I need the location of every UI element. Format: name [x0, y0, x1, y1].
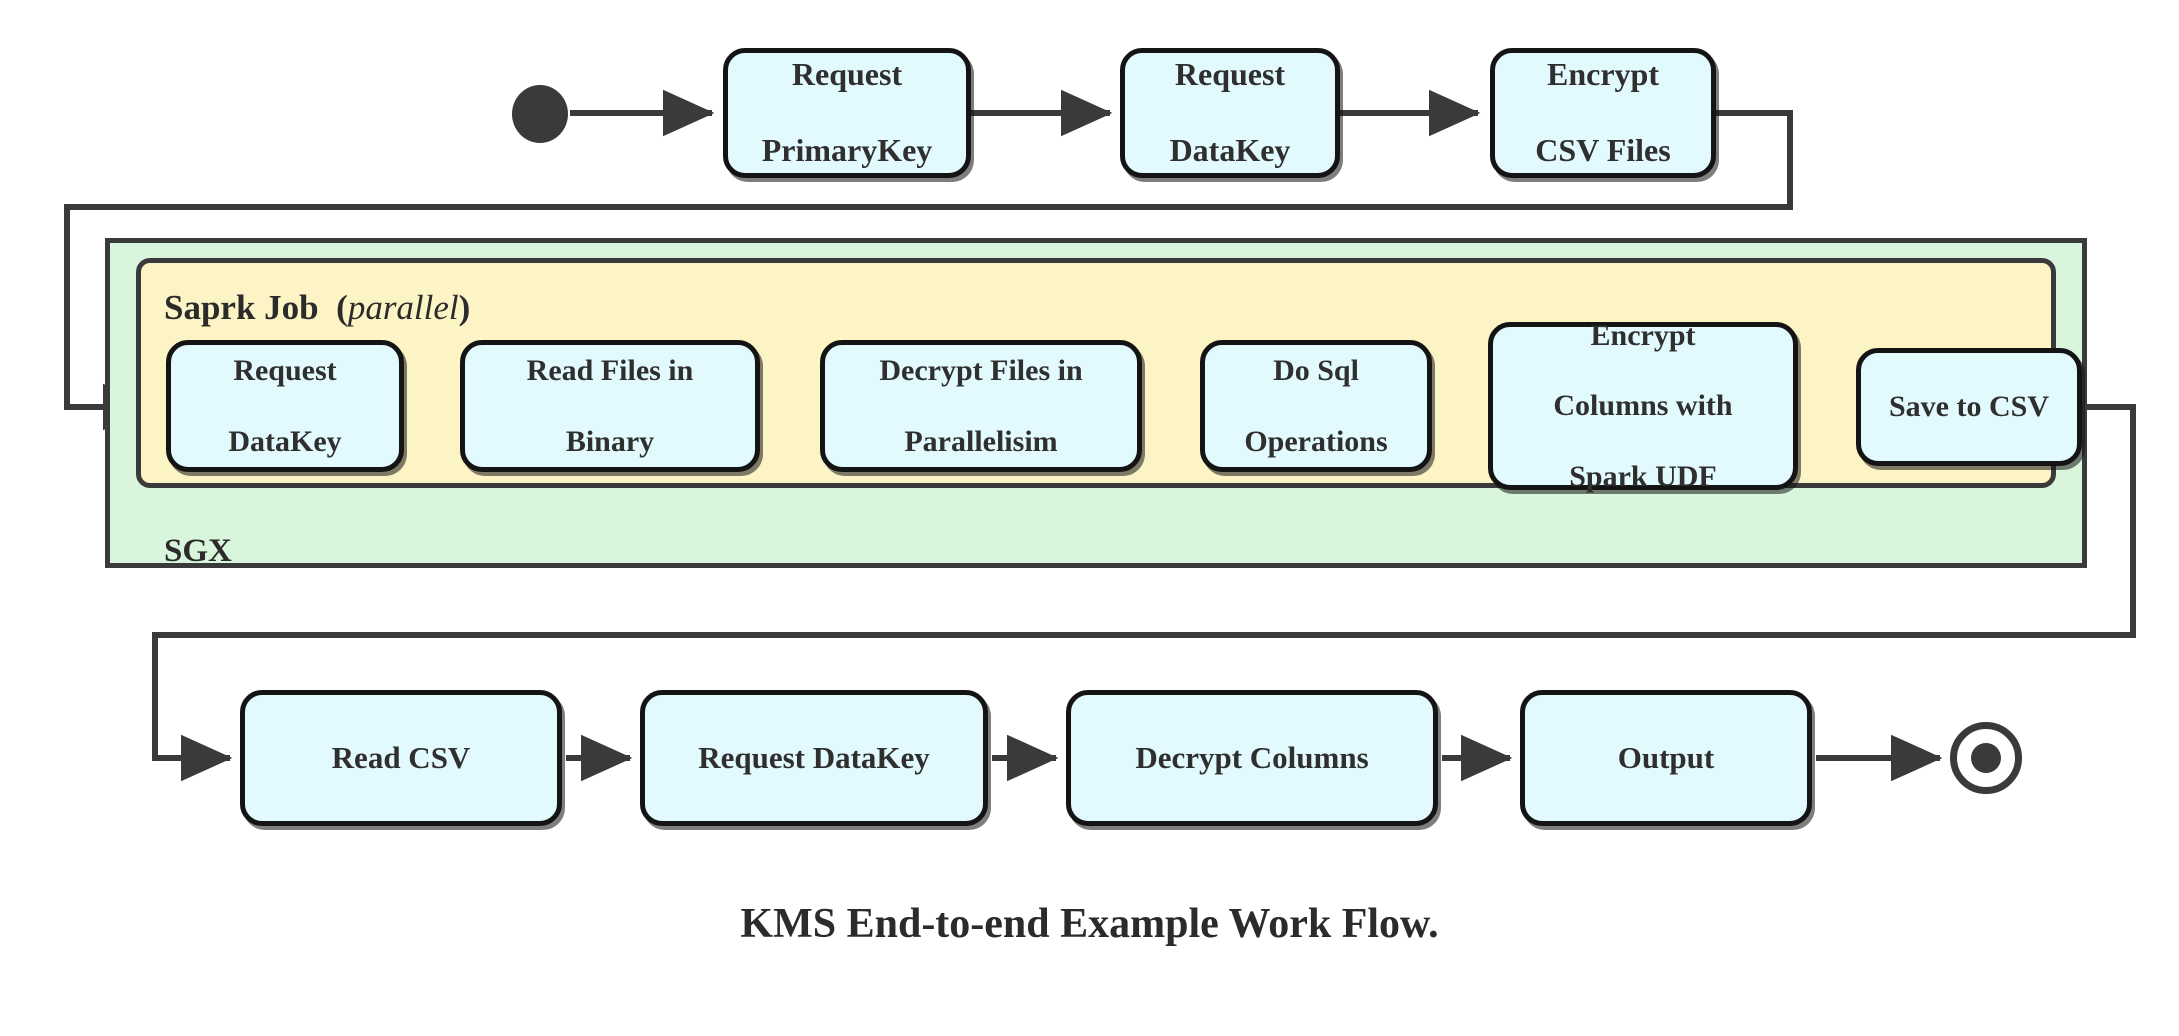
group-spark-job-label-close-paren: ) — [458, 288, 471, 327]
node-line-2: DataKey — [228, 424, 342, 458]
node-line-2: Columns with — [1553, 389, 1733, 423]
node-decrypt-files-in-parallelisim[interactable]: Decrypt Files in Parallelisim — [820, 340, 1142, 472]
node-line-1: Request — [233, 353, 337, 387]
node-line-2: Binary — [565, 424, 655, 458]
node-line-1: Encrypt — [1590, 318, 1696, 352]
node-line-2: DataKey — [1169, 131, 1291, 168]
node-request-datakey-top[interactable]: Request DataKey — [1120, 48, 1340, 178]
group-spark-job-label-modifier: parallel — [347, 288, 459, 327]
node-encrypt-columns-with-spark-udf[interactable]: Encrypt Columns with Spark UDF — [1488, 319, 1798, 493]
group-spark-job-label: Saprk Job (parallel) — [164, 290, 470, 325]
group-spark-job-label-open-paren: ( — [336, 288, 348, 327]
diagram-caption: KMS End-to-end Example Work Flow. — [740, 901, 1439, 947]
node-read-csv-label: Read CSV — [331, 739, 471, 775]
node-line-1: Encrypt — [1546, 56, 1659, 93]
node-line-2: CSV Files — [1535, 131, 1671, 168]
node-line-1: Do Sql — [1273, 353, 1359, 387]
node-save-to-csv[interactable]: Save to CSV — [1856, 348, 2082, 466]
node-encrypt-columns-with-spark-udf-label: Encrypt Columns with Spark UDF — [1537, 318, 1748, 495]
node-encrypt-csv-files-label: Encrypt CSV Files — [1519, 56, 1686, 169]
node-line-1: Request — [1174, 56, 1286, 93]
node-encrypt-csv-files[interactable]: Encrypt CSV Files — [1490, 48, 1716, 178]
node-request-datakey-out[interactable]: Request DataKey — [640, 690, 988, 826]
node-line-2: PrimaryKey — [761, 131, 933, 168]
node-output-label: Output — [1617, 739, 1715, 775]
node-request-datakey-spark-label: Request DataKey — [212, 353, 357, 459]
end-node — [1950, 722, 2022, 794]
node-line-1: Decrypt Files in — [879, 353, 1083, 387]
node-line-2: Operations — [1244, 424, 1388, 458]
end-node-inner-dot — [1971, 743, 2001, 773]
group-sgx-label: SGX — [164, 533, 232, 569]
node-line-1: Read Files in — [526, 353, 694, 387]
group-spark-job-label-title: Saprk Job — [164, 288, 319, 327]
node-request-datakey-out-label: Request DataKey — [698, 739, 930, 775]
node-save-to-csv-label: Save to CSV — [1888, 390, 2049, 424]
node-read-files-in-binary[interactable]: Read Files in Binary — [460, 340, 760, 472]
start-node — [512, 85, 568, 143]
node-decrypt-columns-label: Decrypt Columns — [1135, 739, 1369, 775]
node-line-1: Request — [791, 56, 903, 93]
node-line-3: Spark UDF — [1569, 460, 1717, 494]
node-do-sql-operations-label: Do Sql Operations — [1228, 353, 1403, 459]
node-do-sql-operations[interactable]: Do Sql Operations — [1200, 340, 1432, 472]
node-read-files-in-binary-label: Read Files in Binary — [511, 353, 710, 459]
node-read-csv[interactable]: Read CSV — [240, 690, 562, 826]
node-decrypt-columns[interactable]: Decrypt Columns — [1066, 690, 1438, 826]
node-output[interactable]: Output — [1520, 690, 1812, 826]
node-request-primarykey-label: Request PrimaryKey — [746, 56, 949, 169]
node-request-primarykey[interactable]: Request PrimaryKey — [723, 48, 971, 178]
node-request-datakey-top-label: Request DataKey — [1154, 56, 1307, 169]
node-decrypt-files-in-parallelisim-label: Decrypt Files in Parallelisim — [863, 353, 1098, 459]
node-line-2: Parallelisim — [904, 424, 1058, 458]
node-request-datakey-spark[interactable]: Request DataKey — [166, 340, 404, 472]
